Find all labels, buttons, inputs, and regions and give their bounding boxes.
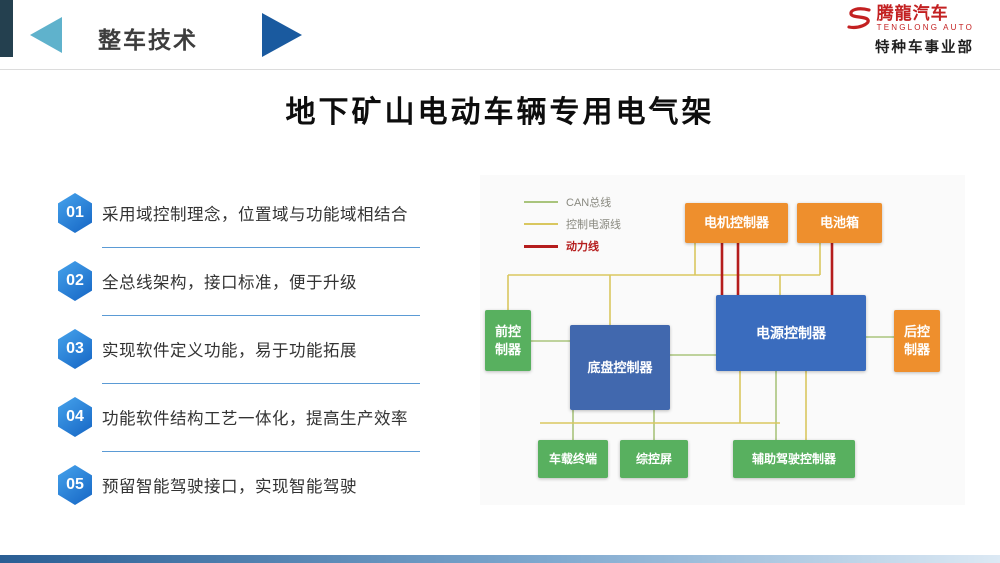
item-number-badge: 01 bbox=[58, 193, 92, 233]
item-text: 预留智能驾驶接口，实现智能驾驶 bbox=[102, 478, 357, 496]
item-number-badge: 02 bbox=[58, 261, 92, 301]
node-power-controller: 电源控制器 bbox=[716, 295, 866, 371]
item-text: 采用域控制理念，位置域与功能域相结合 bbox=[102, 206, 408, 224]
node-control-screen: 综控屏 bbox=[620, 440, 688, 478]
divider bbox=[102, 451, 420, 452]
section-title: 整车技术 bbox=[98, 27, 198, 53]
node-motor-controller: 电机控制器 bbox=[685, 203, 788, 243]
company-logo: 腾龍汽车 TENGLONG AUTO 特种车事业部 bbox=[846, 5, 974, 57]
item-text: 实现软件定义功能，易于功能拓展 bbox=[102, 342, 357, 360]
node-vehicle-terminal: 车载终端 bbox=[538, 440, 608, 478]
can-line-swatch bbox=[524, 201, 558, 203]
architecture-diagram: CAN总线 控制电源线 动力线 电机控制器 电池箱 电源控制器 前控制器 底盘控… bbox=[480, 175, 965, 505]
divider bbox=[102, 247, 420, 248]
list-item: 01 采用域控制理念，位置域与功能域相结合 bbox=[58, 193, 430, 261]
power-line-swatch bbox=[524, 244, 558, 248]
item-text: 全总线架构，接口标准，便于升级 bbox=[102, 274, 357, 292]
department-name: 特种车事业部 bbox=[875, 40, 974, 56]
divider bbox=[102, 383, 420, 384]
node-battery-box: 电池箱 bbox=[797, 203, 882, 243]
tenglong-logo-icon bbox=[847, 6, 871, 29]
list-item: 04 功能软件结构工艺一体化，提高生产效率 bbox=[58, 397, 430, 465]
divider bbox=[102, 315, 420, 316]
bottom-accent-bar bbox=[0, 555, 1000, 563]
page-title: 地下矿山电动车辆专用电气架 bbox=[285, 96, 715, 129]
header-accent-bar bbox=[0, 0, 13, 57]
left-arrow-icon bbox=[30, 17, 62, 53]
legend-item: CAN总线 bbox=[524, 191, 621, 213]
right-arrow-icon bbox=[262, 13, 302, 57]
legend-label: 控制电源线 bbox=[566, 219, 621, 231]
item-number-badge: 04 bbox=[58, 397, 92, 437]
list-item: 03 实现软件定义功能，易于功能拓展 bbox=[58, 329, 430, 397]
legend: CAN总线 控制电源线 动力线 bbox=[524, 191, 621, 257]
control-power-line-swatch bbox=[524, 223, 558, 225]
legend-label: 动力线 bbox=[566, 241, 599, 253]
feature-list: 01 采用域控制理念，位置域与功能域相结合 02 全总线架构，接口标准，便于升级… bbox=[58, 193, 430, 533]
brand-name: 腾龍汽车 bbox=[876, 4, 949, 23]
wire-lines bbox=[507, 243, 894, 440]
header: 整车技术 腾龍汽车 TENGLONG AUTO 特种车事业部 bbox=[0, 0, 1000, 70]
node-rear-controller: 后控制器 bbox=[894, 310, 940, 372]
list-item: 02 全总线架构，接口标准，便于升级 bbox=[58, 261, 430, 329]
item-text: 功能软件结构工艺一体化，提高生产效率 bbox=[102, 410, 408, 428]
legend-item: 控制电源线 bbox=[524, 213, 621, 235]
item-number-badge: 05 bbox=[58, 465, 92, 505]
list-item: 05 预留智能驾驶接口，实现智能驾驶 bbox=[58, 465, 430, 533]
item-number-badge: 03 bbox=[58, 329, 92, 369]
node-adas-controller: 辅助驾驶控制器 bbox=[733, 440, 855, 478]
legend-item: 动力线 bbox=[524, 235, 621, 257]
legend-label: CAN总线 bbox=[566, 197, 612, 209]
brand-name-en: TENGLONG AUTO bbox=[876, 23, 974, 32]
node-chassis-controller: 底盘控制器 bbox=[570, 325, 670, 410]
node-front-controller: 前控制器 bbox=[485, 310, 531, 371]
